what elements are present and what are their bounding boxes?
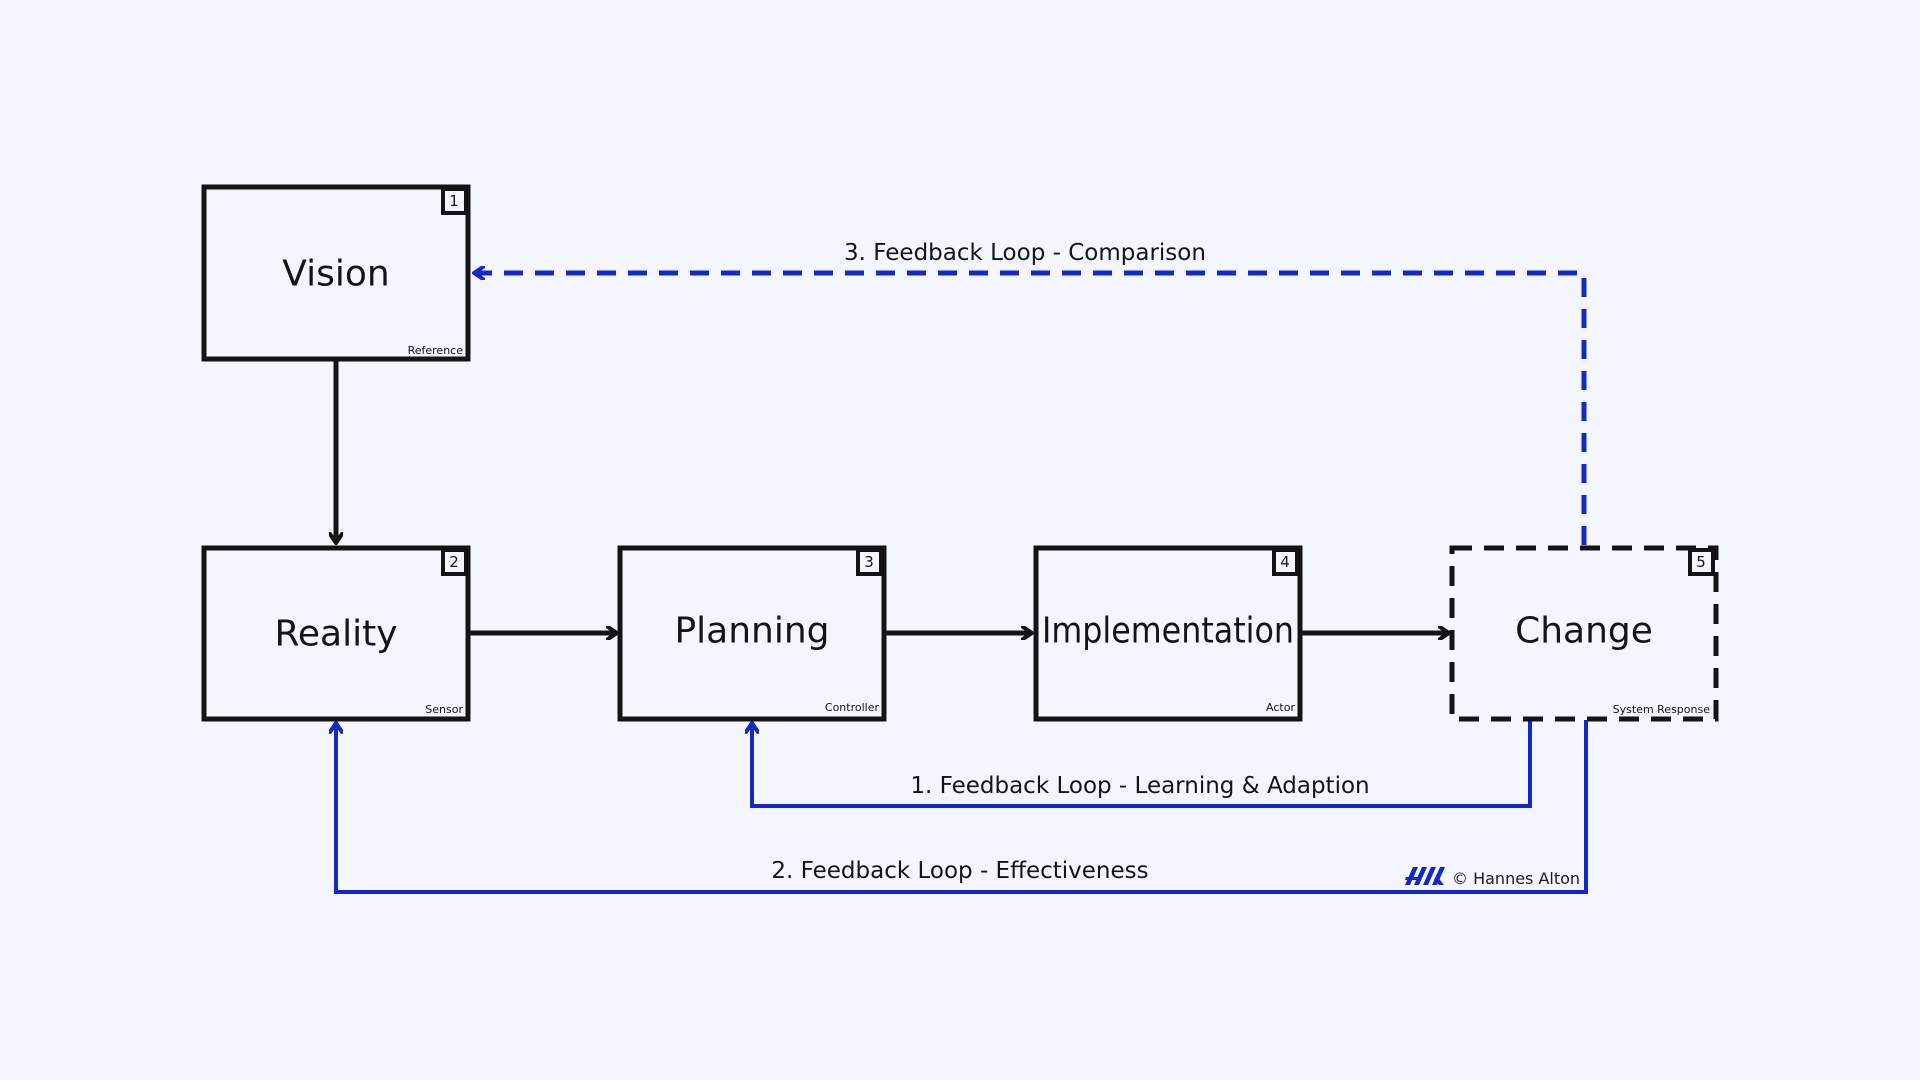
node-planning-number-badge (856, 548, 883, 576)
node-change: Change 5 System Response (1449, 545, 1719, 722)
node-implementation: Implementation 4 Actor (1033, 545, 1303, 722)
node-vision: Vision 1 Reference (201, 184, 471, 362)
node-change-role: System Response (1613, 703, 1711, 716)
feedback-loop-3-label: 3. Feedback Loop - Comparison (844, 240, 1206, 266)
node-reality-frame (201, 545, 471, 722)
credit: © Hannes Alton (1405, 867, 1580, 888)
node-change-frame (1449, 545, 1719, 722)
node-vision-role: Reference (408, 344, 464, 357)
node-implementation-title: Implementation (1042, 611, 1294, 652)
node-reality-role: Sensor (425, 703, 463, 716)
node-reality-number-badge (441, 548, 468, 576)
feedback-loop-2-label: 2. Feedback Loop - Effectiveness (771, 858, 1148, 884)
node-implementation-role: Actor (1266, 701, 1295, 714)
credit-text: © Hannes Alton (1452, 869, 1580, 888)
node-change-title: Change (1515, 611, 1653, 652)
node-implementation-number: 4 (1280, 553, 1290, 571)
feedback-loop-2-effectiveness-path (336, 720, 1588, 894)
feedback-loop-1-label: 1. Feedback Loop - Learning & Adaption (910, 773, 1369, 799)
feedback-loop-3-comparison-path (474, 273, 1587, 545)
node-implementation-number-badge (1272, 548, 1299, 576)
feedback-loop-1-learning-path (752, 720, 1532, 808)
node-vision-number: 1 (449, 192, 459, 210)
node-planning: Planning 3 Controller (617, 545, 887, 722)
hannes-alton-logo-icon (1405, 867, 1445, 885)
node-change-number: 5 (1696, 553, 1706, 571)
node-vision-title: Vision (282, 254, 389, 295)
node-planning-title: Planning (674, 611, 829, 652)
node-planning-role: Controller (825, 701, 880, 714)
node-reality: Reality 2 Sensor (201, 545, 471, 722)
node-change-number-badge (1688, 548, 1715, 576)
node-reality-title: Reality (274, 614, 397, 655)
node-planning-number: 3 (864, 553, 874, 571)
node-vision-number-badge (441, 187, 468, 215)
node-vision-frame (201, 184, 471, 362)
node-planning-frame (617, 545, 887, 722)
node-reality-number: 2 (449, 553, 459, 571)
node-implementation-frame (1033, 545, 1303, 722)
